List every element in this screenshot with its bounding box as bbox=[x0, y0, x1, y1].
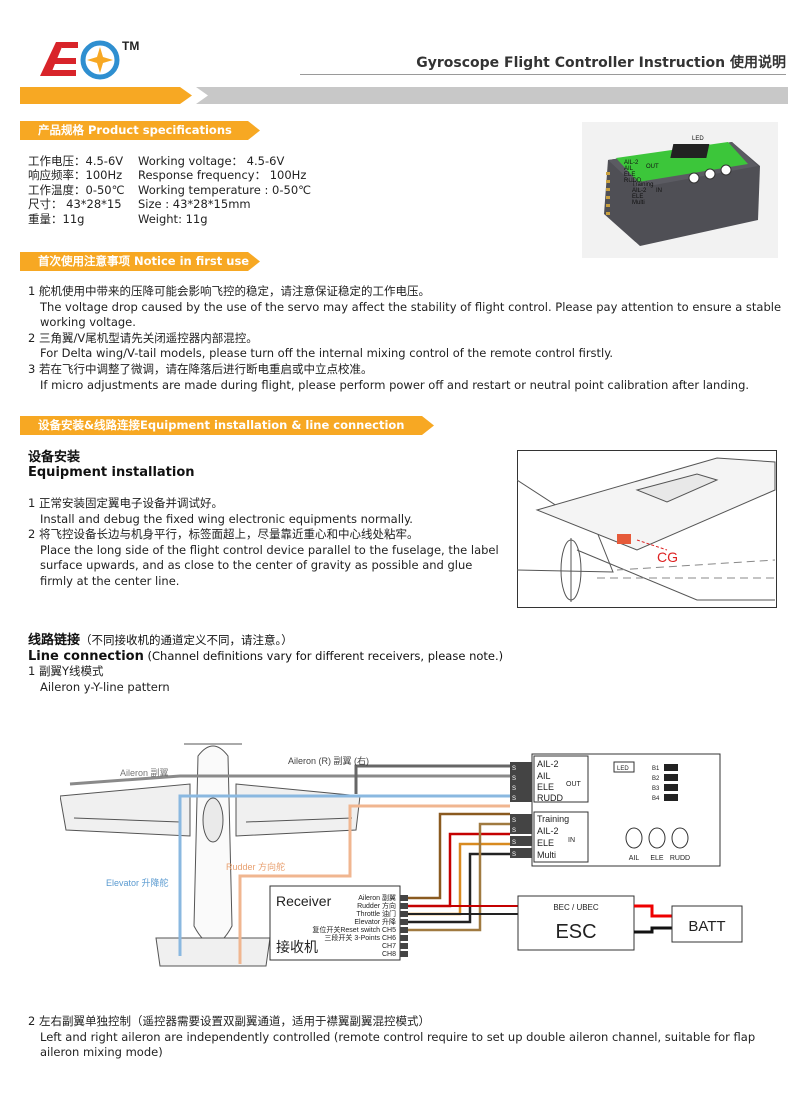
svg-text:S: S bbox=[512, 840, 516, 846]
svg-text:S: S bbox=[512, 852, 516, 858]
install-heading-cn: 设备安装 bbox=[28, 450, 81, 465]
svg-text:AIL: AIL bbox=[629, 855, 640, 862]
line-heading-en: Line connection (Channel definitions var… bbox=[28, 649, 504, 664]
install-list: 1 正常安装固定翼电子设备并调试好。 Install and debug the… bbox=[28, 496, 504, 590]
brand-logo: TM bbox=[40, 39, 139, 80]
svg-text:S: S bbox=[512, 796, 516, 802]
svg-text:S: S bbox=[512, 776, 516, 782]
svg-text:Aileron (R) 副翼 (右): Aileron (R) 副翼 (右) bbox=[288, 755, 369, 766]
svg-text:ELE: ELE bbox=[537, 782, 554, 792]
notice-list: 1 舵机使用中带来的压降可能会影响飞控的稳定，请注意保证稳定的工作电压。 The… bbox=[28, 284, 784, 393]
svg-text:IN: IN bbox=[656, 188, 662, 194]
notice-item-cn: 3 若在飞行中调整了微调，请在降落后进行断电重启或中立点校准。 bbox=[28, 361, 373, 376]
svg-text:Elevator 升降舵: Elevator 升降舵 bbox=[106, 877, 169, 888]
install-item-cn: 2 将飞控设备长边与机身平行，标签面超上，尽量靠近重心和中心线处粘牢。 bbox=[28, 527, 419, 542]
notice-item-en: If micro adjustments are made during fli… bbox=[40, 377, 750, 392]
notice-item-en: For Delta wing/V-tail models, please tur… bbox=[40, 346, 614, 361]
trademark: TM bbox=[122, 39, 139, 53]
mode1-text: 1 副翼Y线模式 Aileron y-Y-line pattern bbox=[28, 664, 170, 694]
svg-text:S: S bbox=[512, 766, 516, 772]
svg-text:ELE: ELE bbox=[624, 172, 635, 178]
section-banner-specs: 产品规格 Product specifications bbox=[20, 121, 260, 140]
svg-text:Elevator 升降: Elevator 升降 bbox=[354, 917, 396, 926]
page-title: Gyroscope Flight Controller Instruction … bbox=[416, 55, 786, 71]
svg-text:AIL-2: AIL-2 bbox=[624, 160, 639, 166]
svg-text:RUDD: RUDD bbox=[624, 178, 642, 184]
svg-text:ESC: ESC bbox=[555, 921, 596, 943]
wiring-diagram: Aileron 副翼 Aileron (R) 副翼 (右) Elevator 升… bbox=[60, 743, 743, 967]
install-heading-en: Equipment installation bbox=[28, 465, 195, 480]
svg-text:AIL-2: AIL-2 bbox=[537, 759, 559, 769]
svg-text:Receiver: Receiver bbox=[276, 893, 332, 909]
line-heading-cn: 线路链接（不同接收机的通道定义不同，请注意。） bbox=[28, 633, 293, 648]
install-item-en: Install and debug the fixed wing electro… bbox=[40, 511, 413, 526]
svg-text:LED: LED bbox=[617, 766, 629, 772]
section-banner-notice: 首次使用注意事项 Notice in first use bbox=[20, 252, 260, 271]
svg-text:OUT: OUT bbox=[566, 781, 582, 788]
notice-item-en: The voltage drop caused by the use of th… bbox=[40, 299, 782, 330]
cg-label: CG bbox=[657, 549, 678, 565]
svg-text:S: S bbox=[512, 828, 516, 834]
svg-text:RUDD: RUDD bbox=[670, 855, 690, 862]
svg-text:ELE: ELE bbox=[632, 194, 643, 200]
svg-text:Rudder 方向舵: Rudder 方向舵 bbox=[226, 861, 285, 872]
svg-text:Aileron 副翼: Aileron 副翼 bbox=[120, 768, 169, 778]
svg-text:OUT: OUT bbox=[646, 164, 659, 170]
svg-text:B3: B3 bbox=[652, 786, 660, 792]
svg-text:AIL: AIL bbox=[624, 166, 634, 172]
svg-text:ELE: ELE bbox=[537, 838, 554, 848]
notice-item-cn: 1 舵机使用中带来的压降可能会影响飞控的稳定，请注意保证稳定的工作电压。 bbox=[28, 284, 430, 298]
svg-text:Training: Training bbox=[632, 182, 653, 188]
svg-text:Multi: Multi bbox=[537, 850, 556, 860]
svg-text:Training: Training bbox=[537, 814, 569, 824]
svg-text:B4: B4 bbox=[652, 796, 660, 802]
svg-text:Throttle 油门: Throttle 油门 bbox=[356, 909, 396, 918]
svg-text:RUDD: RUDD bbox=[537, 793, 563, 803]
svg-text:S: S bbox=[512, 818, 516, 824]
svg-text:B1: B1 bbox=[652, 766, 660, 772]
svg-text:三段开关 3-Points CH6: 三段开关 3-Points CH6 bbox=[324, 933, 396, 942]
mode2-text: 2 左右副翼单独控制（遥控器需要设置双副翼通道，适用于襟翼副翼混控模式） Lef… bbox=[28, 1014, 756, 1060]
svg-text:Rudder 方向: Rudder 方向 bbox=[357, 901, 396, 910]
svg-text:ELE: ELE bbox=[650, 855, 664, 862]
installation-illustration: CG bbox=[517, 450, 777, 608]
svg-text:AIL-2: AIL-2 bbox=[537, 826, 559, 836]
svg-text:AIL-2: AIL-2 bbox=[632, 188, 647, 194]
svg-text:BATT: BATT bbox=[688, 918, 725, 935]
header-rule bbox=[300, 74, 786, 75]
svg-text:S: S bbox=[512, 786, 516, 792]
svg-text:CH7: CH7 bbox=[382, 943, 396, 950]
install-item-cn: 1 正常安装固定翼电子设备并调试好。 bbox=[28, 496, 223, 510]
svg-text:IN: IN bbox=[568, 837, 575, 844]
install-item-en: Place the long side of the flight contro… bbox=[40, 542, 499, 588]
svg-text:复位开关Reset switch CH5: 复位开关Reset switch CH5 bbox=[312, 925, 396, 934]
svg-text:AIL: AIL bbox=[537, 771, 551, 781]
svg-text:LED: LED bbox=[692, 136, 704, 142]
notice-item-cn: 2 三角翼/V尾机型请先关闭遥控器内部混控。 bbox=[28, 330, 258, 345]
svg-text:BEC / UBEC: BEC / UBEC bbox=[553, 903, 599, 912]
svg-text:接收机: 接收机 bbox=[276, 939, 318, 955]
svg-text:B2: B2 bbox=[652, 776, 660, 782]
device-photo: AIL-2 AIL ELE RUDD OUT Training AIL-2 EL… bbox=[582, 122, 778, 258]
svg-text:CH8: CH8 bbox=[382, 951, 396, 958]
svg-text:Aileron 副翼: Aileron 副翼 bbox=[358, 893, 396, 902]
decorative-band bbox=[20, 87, 788, 104]
svg-text:Multi: Multi bbox=[632, 200, 645, 206]
section-banner-install: 设备安装&线路连接Equipment installation & line c… bbox=[20, 416, 434, 435]
